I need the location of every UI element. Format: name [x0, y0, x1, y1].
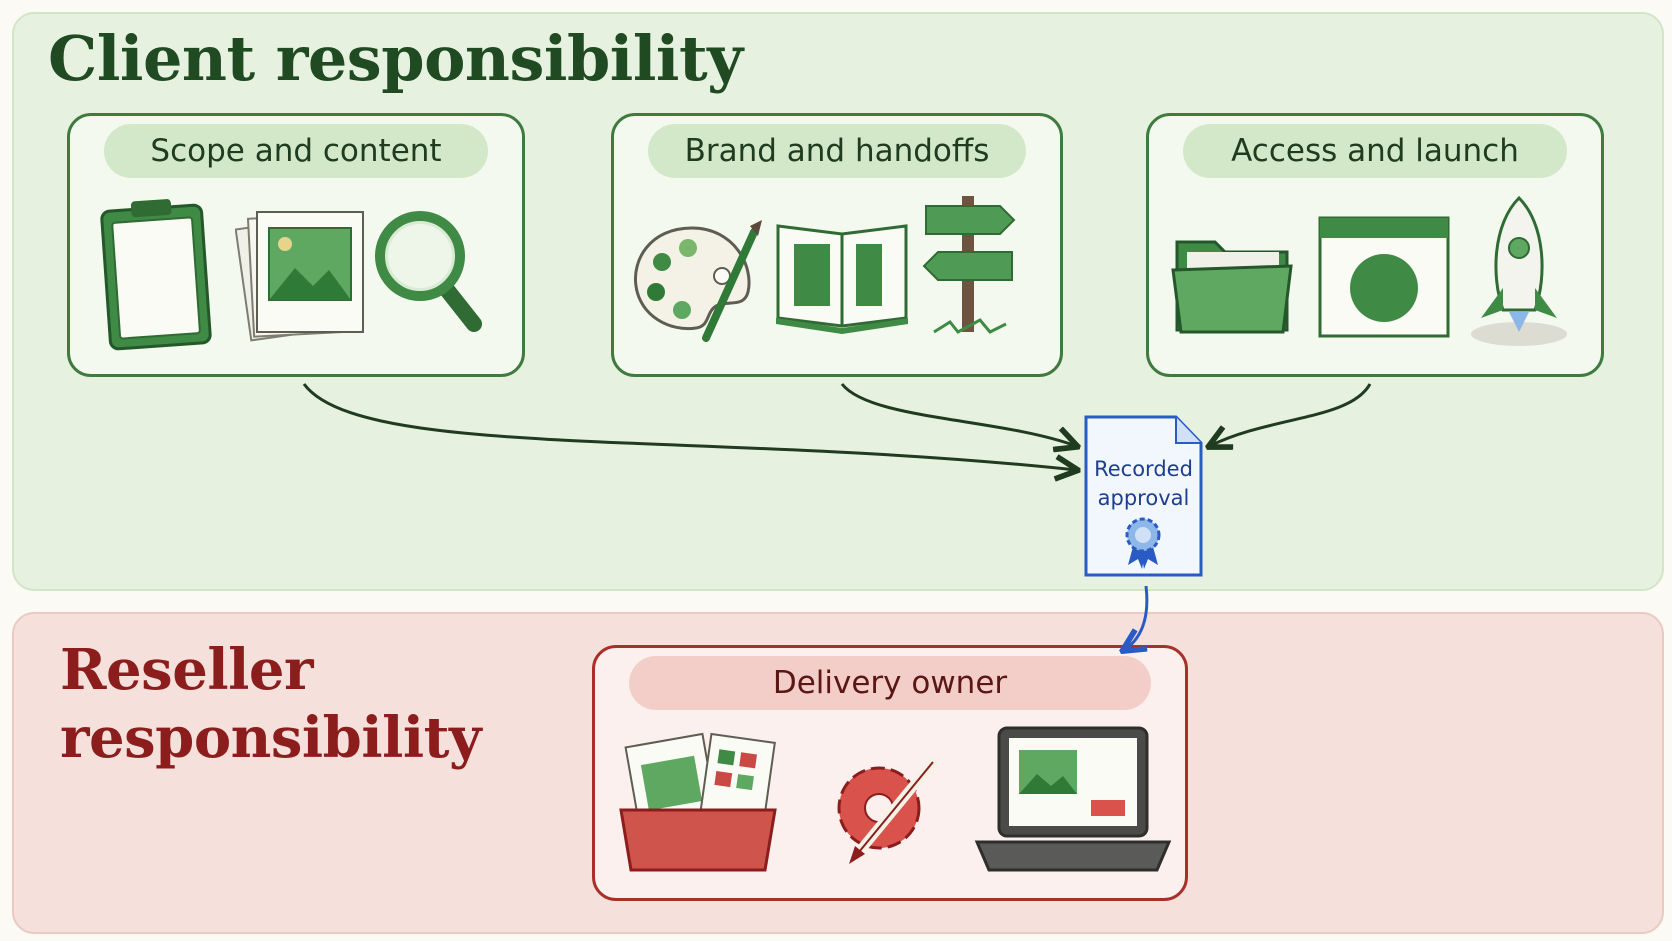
recorded-approval-document — [1084, 415, 1203, 577]
approval-label-line1: Recorded — [1094, 457, 1193, 481]
client-zone-title: Client responsibility — [48, 22, 743, 95]
photo-stack-icon — [235, 211, 364, 342]
arrow-access-to-approval — [1210, 383, 1372, 446]
card-delivery-owner: Delivery owner — [592, 645, 1188, 901]
palette-icon — [633, 220, 762, 342]
reseller-zone-title: Reseller responsibility — [60, 637, 482, 772]
approval-label: Recorded approval — [1082, 455, 1205, 513]
signpost-icon — [922, 196, 1016, 334]
card-label-access: Access and launch — [1183, 124, 1567, 178]
card-brand-and-handoffs: Brand and handoffs — [611, 113, 1063, 377]
arrow-brand-to-approval — [840, 383, 1076, 446]
laptop-icon — [974, 726, 1172, 872]
card-label-brand: Brand and handoffs — [648, 124, 1026, 178]
award-ribbon-icon — [1125, 517, 1161, 569]
magnifier-icon — [375, 211, 482, 332]
clipboard-icon — [100, 199, 212, 351]
card-access-and-launch: Access and launch — [1146, 113, 1604, 377]
browser-window-icon — [1318, 216, 1450, 338]
asset-box-icon — [619, 732, 777, 872]
open-book-icon — [776, 224, 908, 334]
gear-brush-icon — [837, 757, 938, 864]
arrow-scope-to-approval — [302, 383, 1076, 470]
arrow-approval-to-delivery — [1124, 585, 1149, 650]
card-label-delivery: Delivery owner — [629, 656, 1151, 710]
rocket-icon — [1471, 195, 1567, 346]
card-scope-and-content: Scope and content — [67, 113, 525, 377]
folder-icon — [1171, 240, 1293, 334]
card-label-scope: Scope and content — [104, 124, 488, 178]
approval-label-line2: approval — [1097, 486, 1190, 510]
